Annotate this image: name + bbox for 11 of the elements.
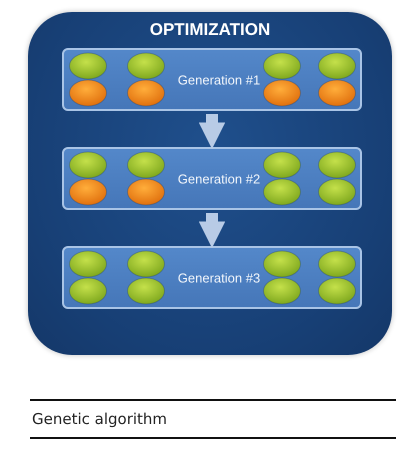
generation-label: Generation #1: [176, 72, 262, 87]
generation-band: [62, 48, 362, 111]
generation-band: [62, 147, 362, 210]
down-arrow: [198, 213, 226, 248]
panel-title: OPTIMIZATION: [148, 20, 272, 40]
generation-band: [62, 246, 362, 309]
optimization-panel: [28, 12, 392, 355]
caption: Genetic algorithm: [31, 410, 168, 428]
generation-label: Generation #3: [176, 270, 262, 285]
down-arrow: [198, 114, 226, 149]
generation-label: Generation #2: [176, 171, 262, 186]
